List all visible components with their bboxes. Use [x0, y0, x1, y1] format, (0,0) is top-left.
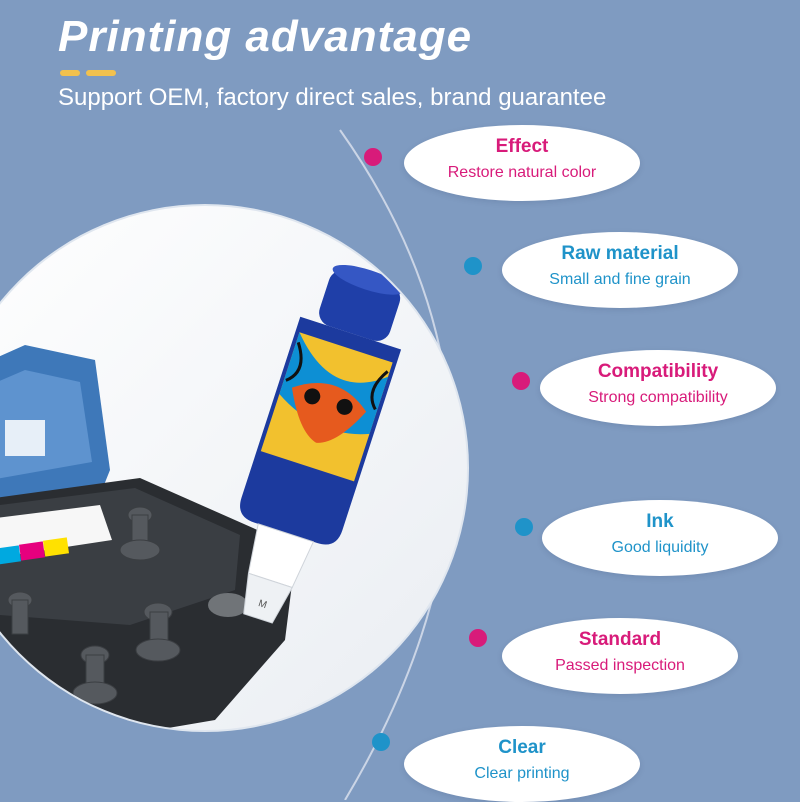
feature-subtitle: Clear printing — [474, 765, 570, 782]
page-subtitle: Support OEM, factory direct sales, brand… — [58, 84, 607, 111]
feature-title: Raw material — [561, 243, 679, 264]
feature-subtitle: Good liquidity — [611, 539, 709, 556]
feature-dot — [364, 148, 382, 166]
feature-title: Compatibility — [597, 361, 719, 382]
feature-dot — [469, 629, 487, 647]
feature-subtitle: Strong compatibility — [588, 389, 728, 406]
feature-subtitle: Small and fine grain — [549, 271, 691, 288]
feature-dot — [512, 372, 530, 390]
feature-title: Clear — [498, 737, 546, 758]
feature-subtitle: Passed inspection — [555, 657, 685, 674]
bottle-tip-label: M — [257, 598, 268, 611]
feature-dot — [464, 257, 482, 275]
feature-title: Effect — [495, 136, 549, 157]
ink-bottle-icon: M — [240, 264, 404, 624]
feature-dot — [372, 733, 390, 751]
title-accent-bar — [60, 70, 116, 76]
feature-title: Ink — [646, 511, 674, 532]
feature-dot — [515, 518, 533, 536]
feature-subtitle: Restore natural color — [447, 164, 597, 181]
feature-title: Standard — [578, 629, 662, 650]
page-title: Printing advantage — [58, 12, 473, 61]
printer-icon — [0, 345, 295, 730]
